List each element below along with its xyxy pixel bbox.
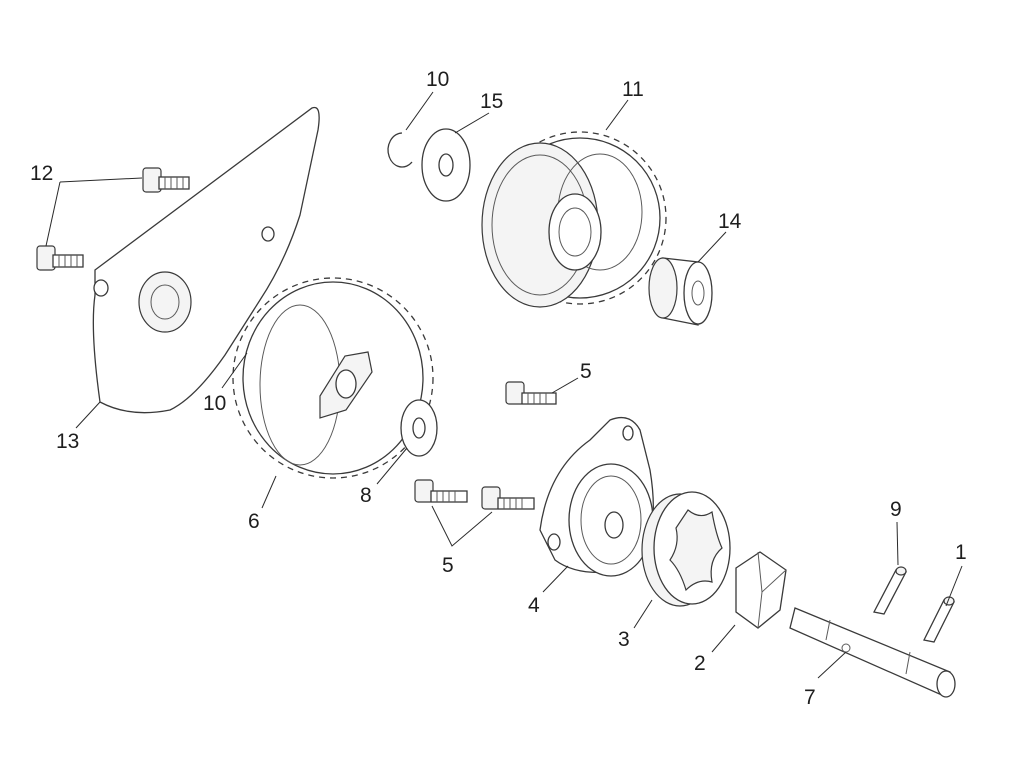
washer [400, 399, 438, 457]
callout-11: 11 [622, 78, 644, 101]
outer-rotor [641, 491, 731, 607]
leader-lines [45, 91, 963, 679]
driven-gear [232, 277, 434, 479]
gear-cluster [481, 131, 667, 308]
callout-1: 1 [955, 541, 967, 564]
callout-14: 14 [718, 210, 742, 233]
callout-numbers: 1 2 3 4 5 5 6 7 8 9 10 10 11 12 13 14 15 [30, 68, 967, 709]
washer [421, 128, 471, 202]
cover-bolt [142, 167, 190, 193]
callout-5-lower: 5 [442, 554, 454, 577]
inner-rotor [735, 551, 787, 629]
pump-body [539, 416, 654, 577]
callout-2: 2 [694, 652, 706, 675]
cover-plate [92, 106, 320, 414]
callout-6: 6 [248, 510, 260, 533]
callout-8: 8 [360, 484, 372, 507]
callout-15: 15 [480, 90, 503, 113]
bushing [648, 257, 713, 326]
pin [923, 596, 955, 643]
circlip [387, 132, 413, 168]
pump-bolt [481, 486, 535, 510]
pump-bolt [414, 479, 468, 503]
callout-5-upper: 5 [580, 360, 592, 383]
callout-10-upper: 10 [426, 68, 449, 91]
pump-shaft [789, 607, 956, 698]
callout-4: 4 [528, 594, 540, 617]
cover-bolt [36, 245, 84, 271]
callout-3: 3 [618, 628, 630, 651]
pin [873, 566, 907, 615]
pump-bolt [505, 381, 557, 405]
callout-12: 12 [30, 162, 53, 185]
callout-7: 7 [804, 686, 816, 709]
callout-9: 9 [890, 498, 902, 521]
callout-10-lower: 10 [203, 392, 226, 415]
callout-13: 13 [56, 430, 79, 453]
